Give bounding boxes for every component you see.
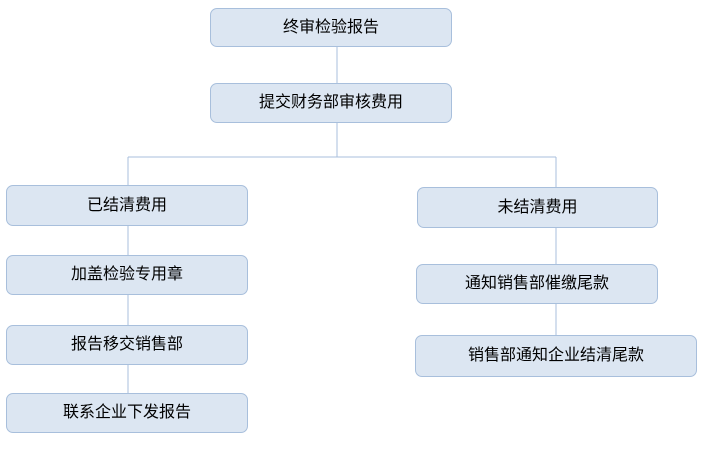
flow-node-label: 已结清费用 xyxy=(86,196,167,214)
flow-node-report-to-sales: 报告移交销售部 xyxy=(6,325,248,365)
flow-node-apply-inspection-seal: 加盖检验专用章 xyxy=(6,255,248,295)
flow-node-contact-enterprise-issue-report: 联系企业下发报告 xyxy=(6,393,248,433)
flow-node-fees-unsettled: 未结清费用 xyxy=(417,187,658,228)
flow-node-final-inspection-report: 终审检验报告 xyxy=(210,8,452,47)
flow-node-label: 通知销售部催缴尾款 xyxy=(464,275,609,292)
flow-node-label: 报告移交销售部 xyxy=(70,336,183,353)
flow-node-label: 终审检验报告 xyxy=(282,18,379,36)
flow-node-label: 加盖检验专用章 xyxy=(70,266,183,283)
flow-node-label: 销售部通知企业结清尾款 xyxy=(467,347,644,364)
flow-node-label: 未结清费用 xyxy=(497,198,578,216)
flow-node-label: 联系企业下发报告 xyxy=(62,404,191,421)
flow-node-sales-notify-enterprise-settle: 销售部通知企业结清尾款 xyxy=(415,335,697,377)
flow-node-fees-settled: 已结清费用 xyxy=(6,185,248,226)
flow-node-label: 提交财务部审核费用 xyxy=(258,94,403,111)
flow-node-notify-sales-collect-balance: 通知销售部催缴尾款 xyxy=(416,264,658,304)
flow-node-submit-finance-review: 提交财务部审核费用 xyxy=(210,83,452,123)
